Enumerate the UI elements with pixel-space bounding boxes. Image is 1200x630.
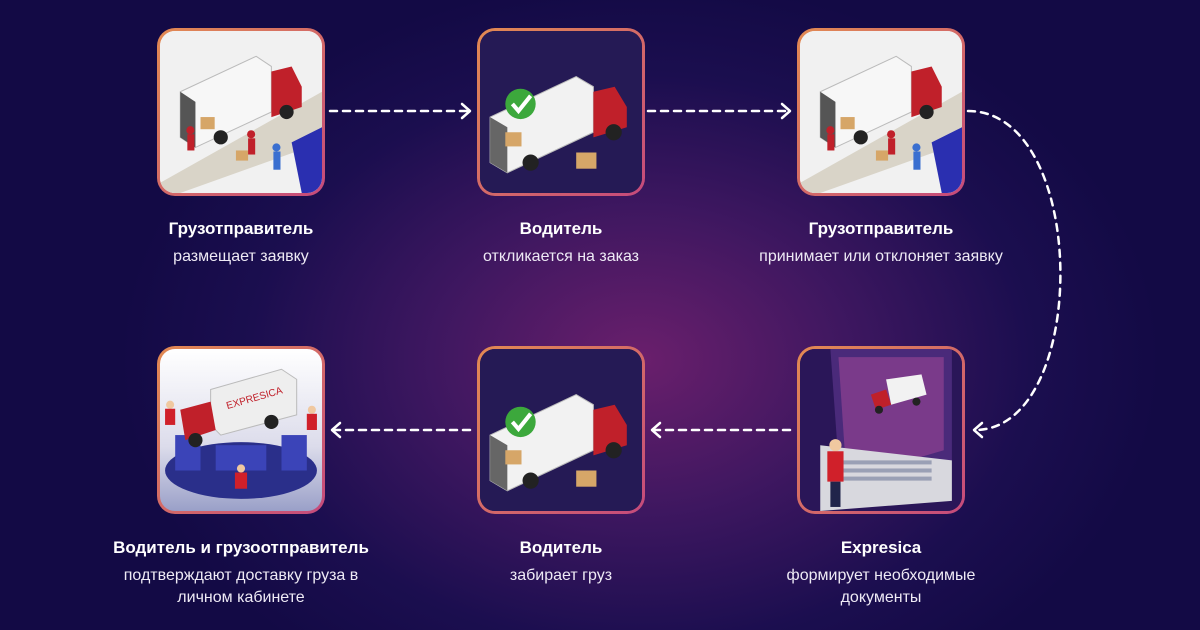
gear-truck-icon: EXPRESICA xyxy=(165,368,317,499)
step-3-title: Грузотправитель xyxy=(808,219,954,238)
step-1-title: Грузотправитель xyxy=(168,219,314,238)
step-4-title: Expresica xyxy=(840,538,922,557)
step-6-desc: подтверждают доставку груза в личном каб… xyxy=(123,567,359,606)
step-1-card xyxy=(157,28,325,196)
step-4-card xyxy=(797,346,965,514)
step-5-title: Водитель xyxy=(519,538,603,557)
truck-check-icon xyxy=(480,349,642,511)
step-1-desc: размещает заявку xyxy=(173,248,309,265)
step-4-text: Expresica формирует необходимые документ… xyxy=(721,537,1041,609)
step-1-text: Грузотправитель размещает заявку xyxy=(81,218,401,268)
step-3-desc: принимает или отклоняет заявку xyxy=(759,248,1003,265)
truck-loading-icon xyxy=(160,31,322,193)
truck-check-icon xyxy=(480,31,642,193)
laptop-truck-icon xyxy=(800,349,962,511)
step-5-text: Водитель забирает груз xyxy=(401,537,721,587)
step-5-card xyxy=(477,346,645,514)
truck-loading-icon xyxy=(800,31,962,193)
step-2-title: Водитель xyxy=(519,219,603,238)
step-4-desc: формирует необходимые документы xyxy=(786,567,976,606)
step-3-text: Грузотправитель принимает или отклоняет … xyxy=(721,218,1041,268)
step-6-text: Водитель и грузоотправитель подтверждают… xyxy=(81,537,401,609)
step-2-text: Водитель откликается на заказ xyxy=(401,218,721,268)
step-6-card: EXPRESICA xyxy=(157,346,325,514)
step-6-title: Водитель и грузоотправитель xyxy=(113,538,369,557)
step-2-desc: откликается на заказ xyxy=(482,248,640,265)
step-3-card xyxy=(797,28,965,196)
step-2-card xyxy=(477,28,645,196)
step-5-desc: забирает груз xyxy=(509,567,613,584)
